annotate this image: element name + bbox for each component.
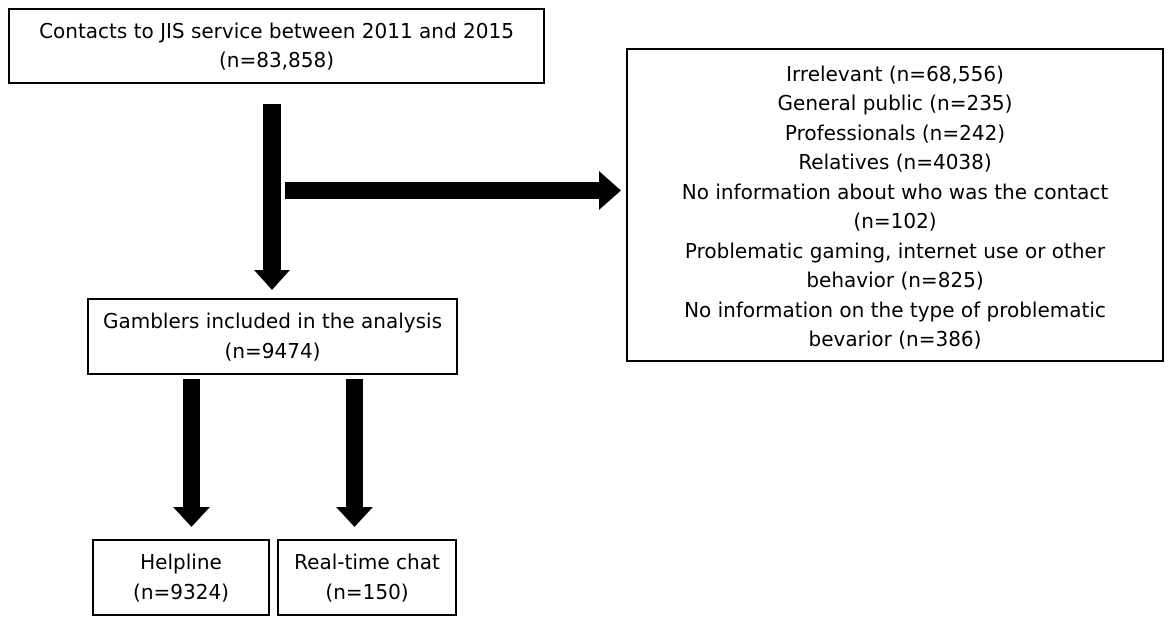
realtime-chat-label: Real-time chat: [294, 550, 440, 574]
excluded-no-contact-info-count: (n=102): [853, 209, 937, 233]
contacts-total-label: Contacts to JIS service between 2011 and…: [39, 18, 514, 43]
contacts-total-count: (n=83,858): [218, 48, 335, 72]
arrow-down-main: [254, 104, 290, 290]
helpline-box: Helpline (n=9324): [92, 539, 270, 616]
arrow-right-excluded: [285, 171, 621, 210]
excluded-no-type-info-count: bevarior (n=386): [808, 327, 982, 351]
arrow-down-chat: [336, 379, 373, 527]
arrow-down-helpline: [173, 379, 210, 527]
helpline-label: Helpline: [140, 550, 222, 574]
excluded-contacts-box: Irrelevant (n=68,556) General public (n=…: [626, 48, 1164, 362]
gamblers-included-label: Gamblers included in the analysis: [102, 309, 443, 333]
excluded-relatives: Relatives (n=4038): [798, 150, 992, 174]
excluded-no-contact-info: No information about who was the contact: [681, 179, 1109, 204]
helpline-count: (n=9324): [133, 579, 229, 604]
realtime-chat-count: (n=150): [325, 579, 409, 604]
gamblers-included-count: (n=9474): [224, 338, 321, 363]
excluded-professionals: Professionals (n=242): [784, 120, 1006, 145]
excluded-irrelevant: Irrelevant (n=68,556): [786, 61, 1004, 86]
contacts-total-box: Contacts to JIS service between 2011 and…: [8, 8, 545, 84]
excluded-other-behavior: Problematic gaming, internet use or othe…: [684, 238, 1106, 263]
gamblers-included-box: Gamblers included in the analysis (n=947…: [87, 298, 458, 375]
excluded-no-type-info: No information on the type of problemati…: [684, 297, 1106, 322]
realtime-chat-box: Real-time chat (n=150): [277, 539, 457, 616]
excluded-general-public: General public (n=235): [777, 91, 1013, 115]
excluded-other-behavior-count: behavior (n=825): [806, 268, 984, 292]
